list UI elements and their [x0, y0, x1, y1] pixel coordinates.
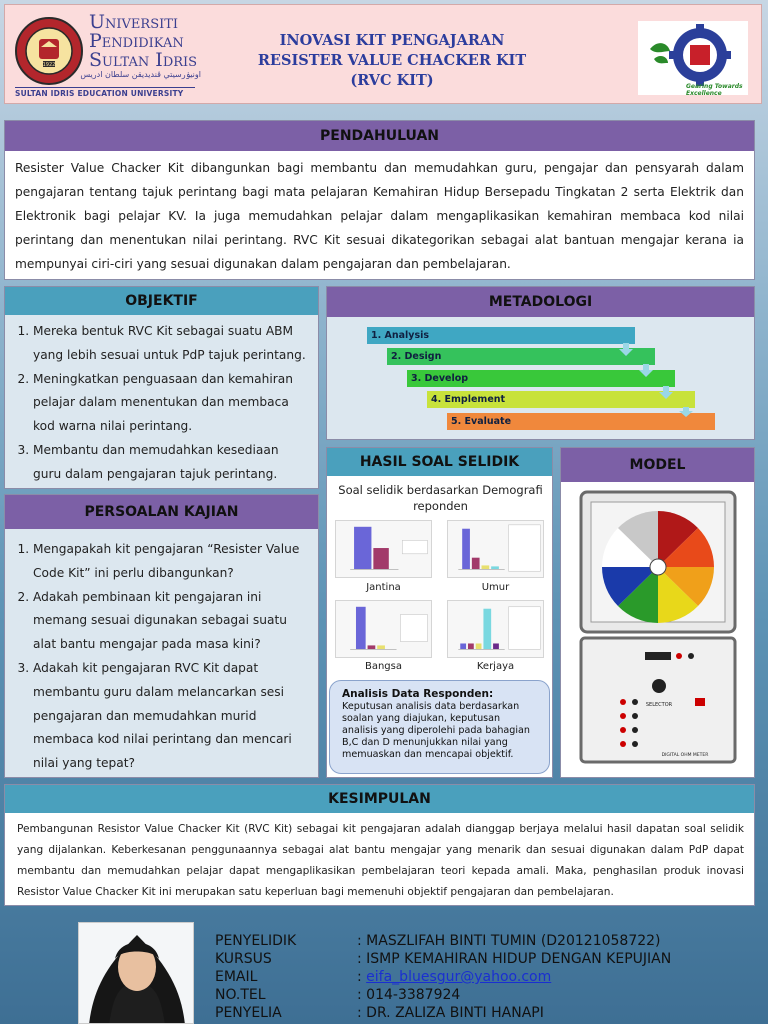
objektif-item: Membantu dan memudahkan kesediaan guru d… [33, 439, 310, 487]
metodologi-heading: METADOLOGI [327, 287, 754, 317]
method-step-label: 1. Analysis [371, 330, 430, 341]
uni-name-line3: Sultan Idris [89, 49, 198, 71]
title-line2: RESISTER VALUE CHACKER KIT [257, 52, 527, 69]
method-step-design: 2. Design [387, 348, 655, 365]
poster-title: INOVASI KIT PENGAJARAN RESISTER VALUE CH… [227, 31, 557, 91]
researcher-info: PENYELIDIK : MASZLIFAH BINTI TUMIN (D201… [215, 932, 760, 1022]
info-label: PENYELIA [215, 1005, 282, 1021]
model-heading: MODEL [561, 448, 754, 482]
info-row-kursus: KURSUS : ISMP KEMAHIRAN HIDUP DENGAN KEP… [215, 950, 760, 968]
info-value: : ISMP KEMAHIRAN HIDUP DENGAN KEPUJIAN [357, 951, 672, 967]
method-step-evaluate: 5. Evaluate [447, 413, 715, 430]
method-step-label: 2. Design [391, 351, 442, 362]
persoalan-panel: PERSOALAN KAJIAN Mengapakah kit pengajar… [4, 494, 319, 778]
umur-chart-thumbnail [447, 520, 544, 578]
kerjaya-chart-thumbnail [447, 600, 544, 658]
persoalan-item: Adakah kit pengajaran RVC Kit dapat memb… [33, 657, 310, 776]
persoalan-list: Mengapakah kit pengajaran “Resister Valu… [5, 529, 318, 776]
info-label: KURSUS [215, 951, 272, 967]
persoalan-item: Mengapakah kit pengajaran “Resister Valu… [33, 538, 310, 586]
method-step-label: 3. Develop [411, 373, 469, 384]
persoalan-heading: PERSOALAN KAJIAN [5, 495, 318, 529]
chart-label-bangsa: Bangsa [364, 661, 402, 672]
method-step-emplement: 4. Emplement [427, 391, 695, 408]
kesimpulan-heading: KESIMPULAN [5, 785, 754, 813]
analisis-box: Analisis Data Responden: Keputusan anali… [329, 680, 550, 774]
title-line3: (RVC KIT) [350, 72, 434, 89]
hasil-subtitle: Soal selidik berdasarkan Demografi repon… [338, 483, 543, 513]
persoalan-item: Adakah pembinaan kit pengajaran ini mema… [33, 586, 310, 657]
email-prefix: : [357, 969, 367, 985]
pendahuluan-heading: PENDAHULUAN [5, 121, 754, 151]
info-row-penyelia: PENYELIA : DR. ZALIZA BINTI HANAPI [215, 1004, 760, 1022]
hasil-panel: HASIL SOAL SELIDIK Soal selidik berdasar… [326, 447, 553, 778]
jantina-chart-thumbnail [335, 520, 432, 578]
title-line1: INOVASI KIT PENGAJARAN [279, 32, 505, 49]
info-value: : DR. ZALIZA BINTI HANAPI [357, 1005, 544, 1021]
researcher-photo [78, 922, 194, 1024]
rvc-kit-device-image: SELECTOR DIGITAL OHM METER [579, 490, 737, 764]
info-row-notel: NO.TEL : 014-3387924 [215, 986, 760, 1004]
info-label: NO.TEL [215, 987, 266, 1003]
researcher-portrait-icon [79, 923, 193, 1023]
objektif-panel: OBJEKTIF Mereka bentuk RVC Kit sebagai s… [4, 286, 319, 489]
info-row-penyelidik: PENYELIDIK : MASZLIFAH BINTI TUMIN (D201… [215, 932, 760, 950]
analisis-text: Keputusan analisis data berdasarkan soal… [342, 701, 531, 760]
method-step-analysis: 1. Analysis [367, 327, 635, 344]
university-seal-icon: 1922 [15, 17, 83, 85]
model-panel: MODEL SELECTOR DIGITAL OHM METER [560, 447, 755, 778]
poster-header: 1922 Universiti Pendidikan Sultan Idris … [4, 4, 762, 104]
method-step-develop: 3. Develop [407, 370, 675, 387]
metodologi-panel: METADOLOGI 1. Analysis 2. Design 3. Deve… [326, 286, 755, 440]
kesimpulan-text: Pembangunan Resistor Value Chacker Kit (… [17, 823, 744, 898]
svg-text:DIGITAL OHM METER: DIGITAL OHM METER [662, 752, 709, 758]
uni-jawi: اونيۏرسيتي ڤنديديقن سلطان ادريس [80, 70, 201, 79]
faculty-logo: Gearing Towards Excellence [638, 21, 748, 97]
info-value: : MASZLIFAH BINTI TUMIN (D20121058722) [357, 933, 661, 949]
university-wordmark: Universiti Pendidikan Sultan Idris اونيۏ… [80, 11, 201, 80]
uni-name-line1: Universiti [89, 11, 179, 33]
objektif-list: Mereka bentuk RVC Kit sebagai suatu ABM … [5, 315, 318, 487]
info-row-email: EMAIL : eifa_bluesgur@yahoo.com [215, 968, 760, 986]
method-step-label: 4. Emplement [431, 394, 506, 405]
chart-label-jantina: Jantina [366, 582, 401, 593]
objektif-heading: OBJEKTIF [5, 287, 318, 315]
info-label: PENYELIDIK [215, 933, 297, 949]
objektif-item: Mereka bentuk RVC Kit sebagai suatu ABM … [33, 320, 310, 368]
info-value: : 014-3387924 [357, 987, 461, 1003]
chart-label-umur: Umur [481, 582, 510, 593]
info-label: EMAIL [215, 969, 258, 985]
pendahuluan-text: Resister Value Chacker Kit dibangunkan b… [15, 161, 744, 271]
gear-logo-icon [650, 24, 731, 86]
kesimpulan-panel: KESIMPULAN Pembangunan Resistor Value Ch… [4, 784, 755, 906]
analisis-title: Analisis Data Responden: [342, 688, 494, 700]
method-step-label: 5. Evaluate [451, 416, 512, 427]
method-flow-arrows-icon [619, 343, 693, 417]
pendahuluan-panel: PENDAHULUAN Resister Value Chacker Kit d… [4, 120, 755, 280]
email-link[interactable]: eifa_bluesgur@yahoo.com [366, 969, 552, 985]
uni-name-line2: Pendidikan [89, 30, 184, 52]
logo-slogan: Gearing Towards Excellence [686, 83, 743, 97]
chart-label-kerjaya: Kerjaya [476, 661, 515, 672]
objektif-item: Meningkatkan penguasaan dan kemahiran pe… [33, 368, 310, 439]
uni-english-name: SULTAN IDRIS EDUCATION UNIVERSITY [15, 87, 195, 98]
svg-text:SELECTOR: SELECTOR [646, 702, 673, 708]
svg-text:1922: 1922 [43, 62, 56, 68]
info-value: : eifa_bluesgur@yahoo.com [357, 968, 551, 986]
hasil-heading: HASIL SOAL SELIDIK [327, 448, 552, 476]
bangsa-chart-thumbnail [335, 600, 432, 658]
